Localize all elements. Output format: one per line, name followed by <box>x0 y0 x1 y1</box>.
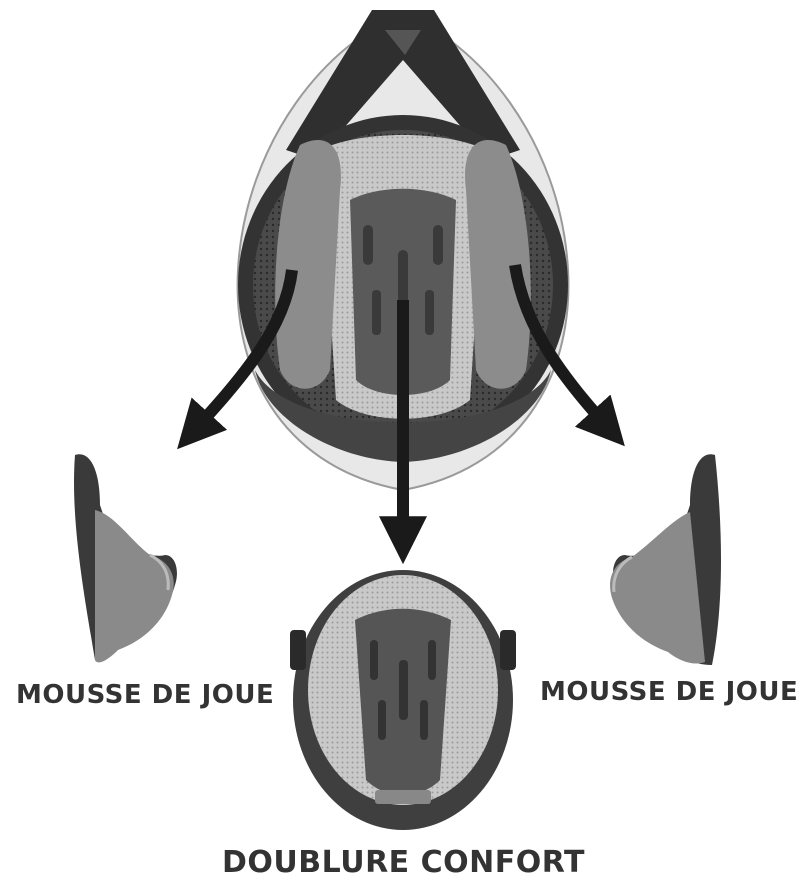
right-cheek-pad-label: MOUSSE DE JOUE <box>540 677 798 707</box>
right-cheek-pad-image <box>610 454 721 665</box>
left-cheek-pad-image <box>74 454 177 662</box>
comfort-liner-label: DOUBLURE CONFORT <box>0 845 807 880</box>
comfort-liner-image <box>290 570 516 830</box>
left-cheek-pad-label: MOUSSE DE JOUE <box>16 680 274 710</box>
